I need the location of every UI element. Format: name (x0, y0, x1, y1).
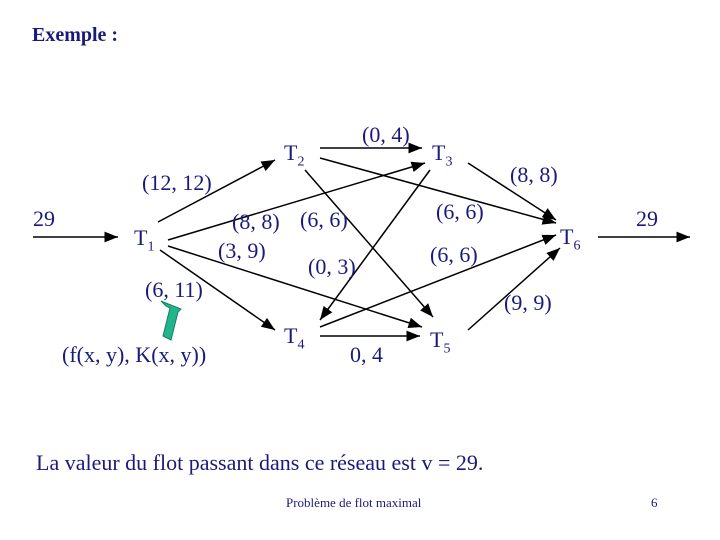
legend-pointer-arrow (160, 300, 182, 341)
edge-t1-t4 (159, 249, 276, 331)
edge-t3-t4 (319, 169, 431, 321)
edge-label-t1-t3: (8, 8) (232, 209, 280, 234)
edge-t3-t6 (467, 162, 557, 221)
edge-label-t1-t2: (12, 12) (142, 170, 212, 195)
caption: La valeur du flot passant dans ce réseau… (36, 450, 484, 475)
edge-label-t1-t4: (6, 11) (145, 277, 203, 302)
footer-title: Problème de flot maximal (286, 495, 422, 510)
source-flow-label: 29 (33, 206, 55, 231)
edge-t1-t5 (167, 245, 423, 329)
edge-t4-t6 (319, 234, 557, 328)
edge-t1-t2 (157, 159, 276, 223)
legend-label: (f(x, y), K(x, y)) (62, 342, 207, 367)
sink-flow-label: 29 (636, 206, 658, 231)
page-number: 6 (651, 495, 658, 510)
edge-label-t4-t3: (6, 6) (430, 242, 478, 267)
node-t5: T5 (430, 327, 451, 357)
node-t4: T4 (284, 323, 305, 353)
node-t2: T2 (284, 140, 305, 170)
edge-label-t1-t5: (3, 9) (218, 238, 266, 263)
edge-t5-t6 (467, 247, 561, 331)
edge-label-t3-t4: (6, 6) (300, 207, 348, 232)
edge-t2-t6 (319, 157, 557, 225)
node-t1: T1 (134, 225, 155, 255)
edge-label-t2-t6: (6, 6) (436, 199, 484, 224)
edge-t2-t5 (304, 169, 434, 318)
edge-label-t2-t5: (0, 3) (308, 254, 356, 279)
edge-t1-t3 (167, 161, 426, 241)
edge-label-t3-t6: (8, 8) (510, 162, 558, 187)
edge-label-t4-t5: 0, 4 (350, 342, 383, 367)
node-t6: T6 (560, 224, 581, 254)
edge-label-t5-t6: (9, 9) (504, 290, 552, 315)
edge-label-t2-t3: (0, 4) (362, 122, 410, 147)
node-t3: T3 (432, 140, 453, 170)
slide-title: Exemple : (32, 24, 119, 46)
